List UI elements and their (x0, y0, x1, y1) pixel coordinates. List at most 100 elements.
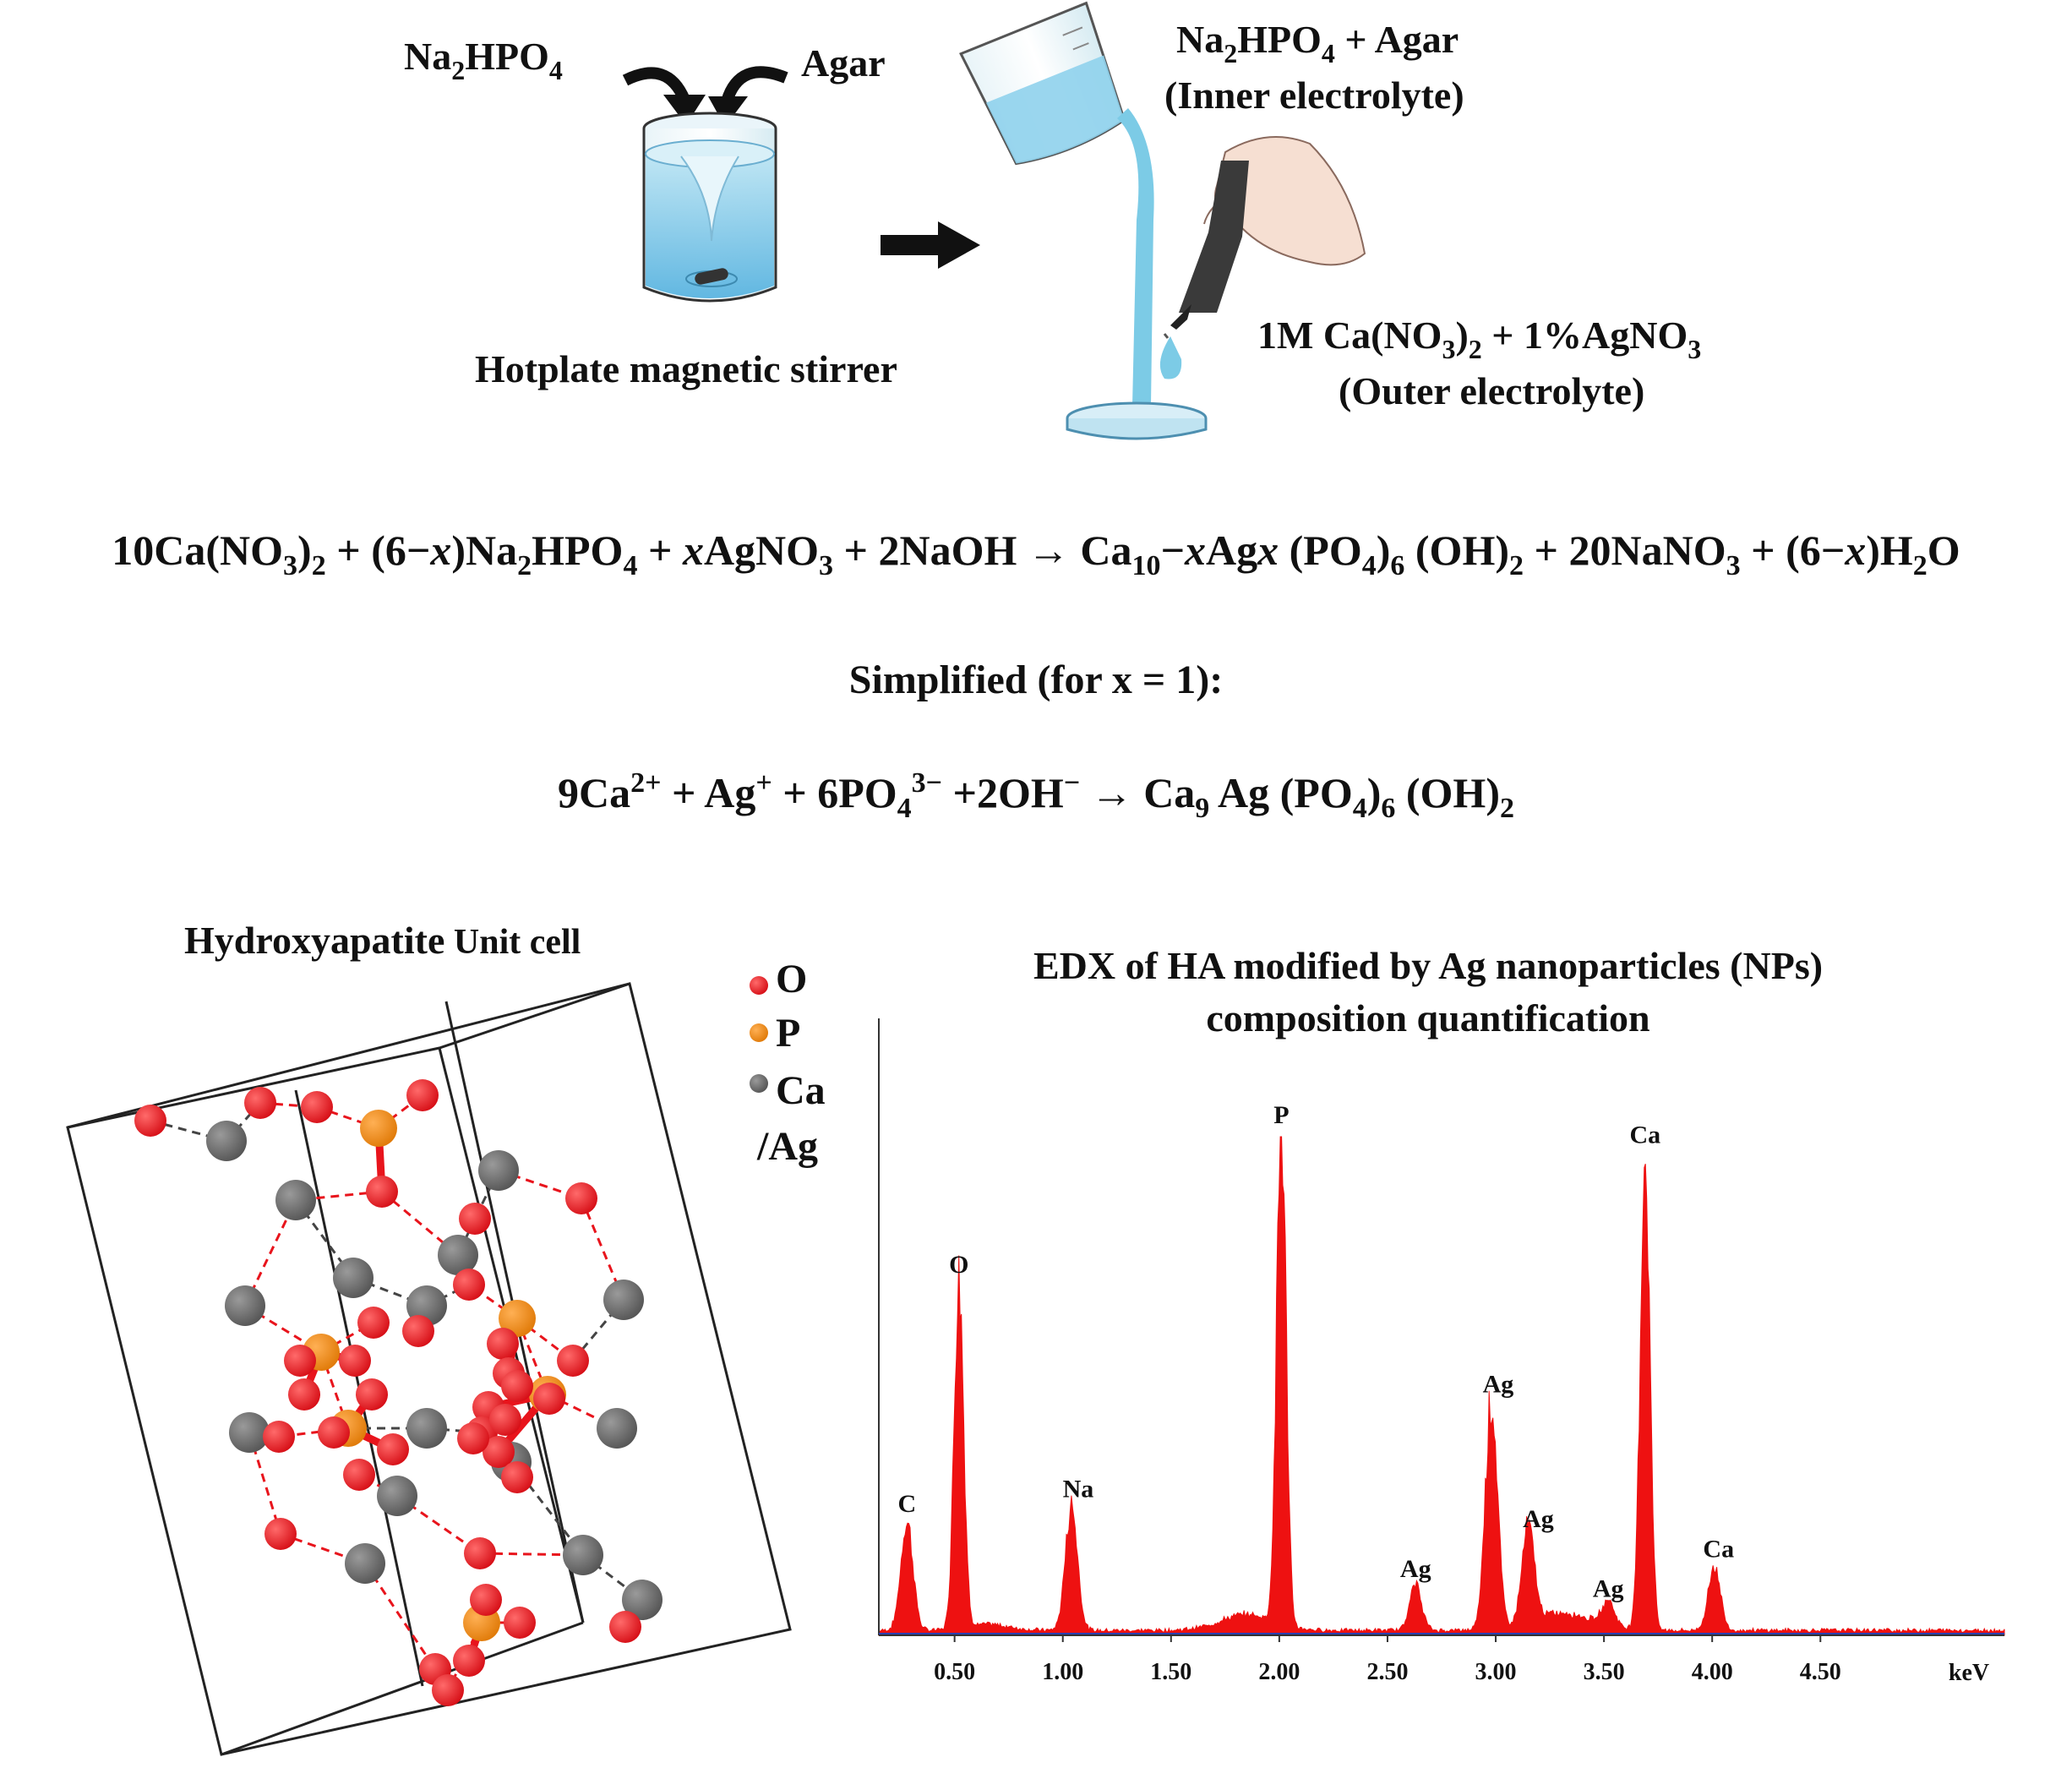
oxygen-atom (377, 1433, 409, 1465)
atomic-bond (479, 1552, 584, 1557)
equation-subscript: 4 (623, 550, 637, 581)
equation-term: → Ca (1080, 769, 1195, 816)
oxygen-atom (284, 1345, 316, 1377)
equation-subscript: 3 (819, 550, 833, 581)
simplified-label: Simplified (for x = 1): (849, 658, 1223, 702)
x-tick-label: 2.00 (1258, 1659, 1300, 1685)
calcium-atom (333, 1258, 374, 1298)
x-tick-label: 3.50 (1584, 1659, 1625, 1685)
equation-term: + (6− (326, 527, 431, 574)
agar-label: Agar (801, 41, 886, 85)
equation-subscript: 3 (1726, 550, 1741, 581)
peak-label-ca: Ca (1629, 1121, 1660, 1149)
x-tick-label: 4.50 (1800, 1659, 1841, 1685)
legend-o-label: O (776, 957, 807, 1001)
oxygen-atom (501, 1370, 533, 1402)
oxygen-atom (406, 1079, 439, 1111)
x-tick-label: 1.50 (1150, 1659, 1191, 1685)
equation-term: + 6PO (772, 769, 897, 816)
legend-ag-label: /Ag (756, 1124, 818, 1169)
calcium-atom (406, 1408, 447, 1449)
equation-term: AgNO (704, 527, 819, 574)
calcium-atom (225, 1285, 265, 1326)
unit-cell-atoms (134, 1079, 662, 1706)
calcium-atom (622, 1580, 662, 1620)
oxygen-atom (609, 1611, 641, 1643)
oxygen-atom (134, 1105, 166, 1137)
legend-p-swatch (750, 1023, 768, 1042)
oxygen-atom (533, 1383, 565, 1415)
oxygen-atom (339, 1345, 371, 1377)
equation-term: Ag (1206, 527, 1257, 574)
equation-superscript: 3− (912, 767, 942, 799)
equation-subscript: 6 (1390, 550, 1404, 581)
equation-subscript: 10 (1132, 550, 1161, 581)
phosphorus-atom (499, 1300, 536, 1337)
oxygen-atom (357, 1307, 390, 1339)
phosphorus-atom (360, 1110, 397, 1147)
equation-term: +2OH (942, 769, 1064, 816)
equation-term: (OH) (1395, 769, 1500, 816)
beaker-icon (642, 112, 777, 303)
outer-electrolyte-label: 1M Ca(NO3)2 + 1%AgNO3 (1257, 314, 1701, 364)
oxygen-atom (483, 1436, 515, 1468)
equation-superscript: + (755, 767, 772, 799)
atom-legend: O P Ca /Ag (750, 957, 826, 1169)
x-tick-label: 3.00 (1475, 1659, 1517, 1685)
equation-term: 9Ca (558, 769, 630, 816)
oxygen-atom (366, 1176, 398, 1208)
x-tick-label: 1.00 (1042, 1659, 1083, 1685)
peak-label-o: O (949, 1251, 968, 1279)
peak-label-ca: Ca (1703, 1535, 1734, 1563)
equation-subscript: 2 (517, 550, 532, 581)
equation-term: (OH) (1404, 527, 1509, 574)
oxygen-atom (504, 1607, 536, 1639)
oxygen-atom (318, 1416, 350, 1449)
peak-label-c: C (897, 1490, 916, 1518)
oxygen-atom (457, 1422, 489, 1454)
unit-cell-title: Hydroxyapatite Unit cell (184, 919, 581, 962)
oxygen-atom (501, 1461, 533, 1493)
legend-ca-label: Ca (776, 1068, 826, 1113)
calcium-atom (563, 1535, 603, 1575)
equation-term: + (6− (1741, 527, 1846, 574)
chart-title-line1: EDX of HA modified by Ag nanoparticles (… (1033, 944, 1823, 987)
unit-cell-section: Hydroxyapatite Unit cell O P Ca /Ag (66, 919, 826, 1756)
equation-subscript: 6 (1381, 793, 1395, 824)
oxygen-atom (263, 1421, 295, 1453)
atomic-bond (316, 1105, 379, 1130)
equation-term: + 20NaNO (1524, 527, 1726, 574)
calcium-atom (229, 1412, 270, 1453)
legend-o-swatch (750, 976, 768, 995)
equation-term: O (1928, 527, 1960, 574)
equation-term: x (1844, 527, 1866, 574)
equation-subscript: 2 (1500, 793, 1514, 824)
outer-electrolyte-caption: (Outer electrolyte) (1339, 369, 1644, 412)
equation-term: (PO (1279, 527, 1362, 574)
x-tick-label: 2.50 (1366, 1659, 1408, 1685)
oxygen-atom (301, 1091, 333, 1123)
calcium-atom (597, 1408, 637, 1449)
equation-term: + 2NaOH → Ca (833, 527, 1132, 574)
x-tick-label: 0.50 (934, 1659, 975, 1685)
equation-term: ) (1367, 769, 1382, 816)
edx-chart: EDX of HA modified by Ag nanoparticles (… (878, 944, 2005, 1686)
oxygen-atom (470, 1584, 502, 1616)
equation-term: )Na (451, 527, 517, 574)
oxygen-atom (459, 1203, 491, 1235)
stirrer-label: Hotplate magnetic stirrer (475, 347, 897, 390)
pouring-cup-icon (959, 1, 1154, 406)
calcium-atom (438, 1235, 478, 1275)
oxygen-atom (244, 1087, 276, 1119)
equation-subscript: 4 (897, 793, 912, 824)
equation-term: x (1257, 527, 1279, 574)
equation-term: ) (1377, 527, 1391, 574)
atomic-bond (363, 1563, 437, 1670)
chart-title-line2: composition quantification (1206, 996, 1649, 1040)
equation-subscript: 3 (283, 550, 297, 581)
equation-term: HPO (532, 527, 623, 574)
oxygen-atom (264, 1518, 297, 1550)
equation-subscript: 4 (1362, 550, 1377, 581)
